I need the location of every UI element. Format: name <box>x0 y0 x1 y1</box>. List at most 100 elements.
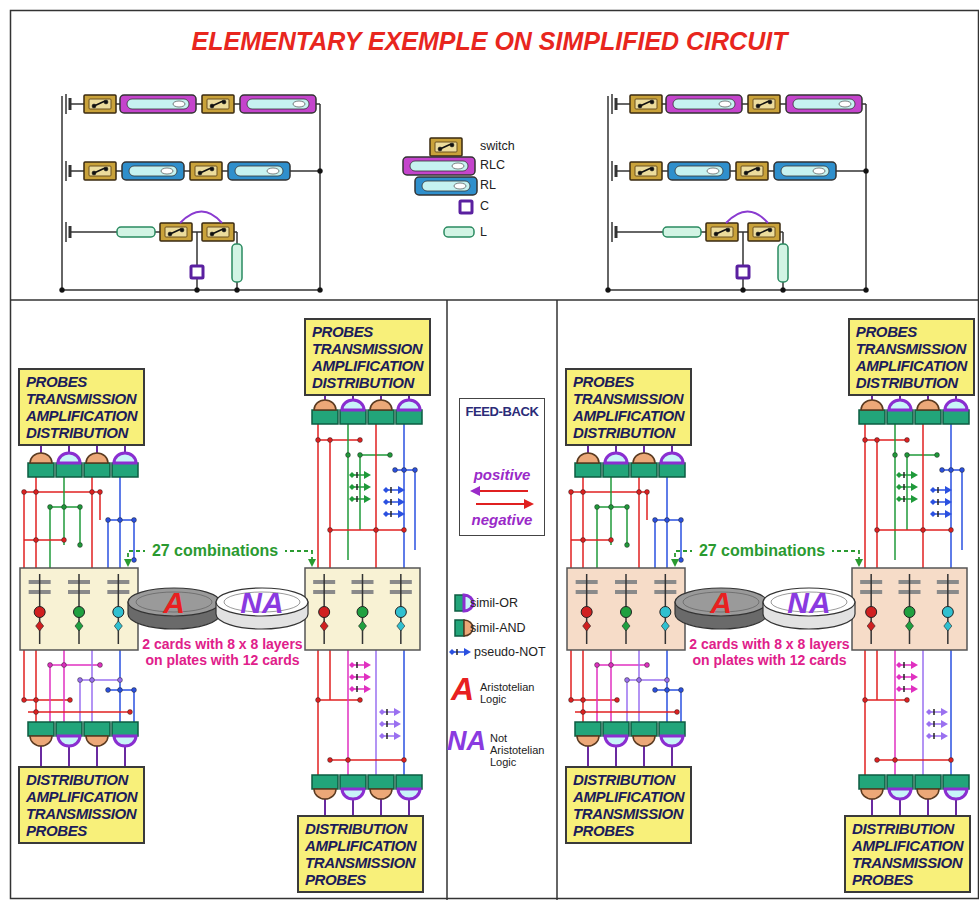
switch-symbol <box>207 99 229 109</box>
wire <box>646 492 648 520</box>
gate-base <box>112 722 138 736</box>
pointer-arrow <box>308 559 316 567</box>
junction-dot <box>645 663 650 668</box>
pseudo-not <box>926 709 932 715</box>
feedback-arrow <box>470 498 534 510</box>
pseudo-not <box>933 721 935 727</box>
pointer-arrow <box>283 551 312 560</box>
gate-base <box>859 410 885 424</box>
switch-symbol <box>89 99 111 109</box>
box-text: PROBES TRANSMISSION AMPLIFICATION DISTRI… <box>573 373 684 441</box>
and-gate <box>370 789 392 799</box>
pseudo-not <box>364 483 371 491</box>
note-label: 2 cards with 8 x 8 layers on plates with… <box>140 636 305 668</box>
jumper-arc <box>180 212 222 224</box>
pseudo-not <box>390 499 392 505</box>
and-gate <box>370 400 392 410</box>
pseudo-not <box>356 674 358 680</box>
logic-disc: A <box>126 586 222 632</box>
or-gate <box>945 789 967 799</box>
wire <box>62 289 320 291</box>
wire <box>610 477 612 545</box>
junction-dot <box>595 505 600 510</box>
pseudo-not <box>456 649 458 655</box>
junction-dot <box>132 688 137 693</box>
gate-base <box>368 410 394 424</box>
pseudo-not <box>398 510 405 518</box>
wire <box>360 454 390 456</box>
gate-base <box>915 410 941 424</box>
gate-base <box>56 722 82 736</box>
pseudo-not <box>903 496 905 502</box>
rl-symbol <box>668 162 730 180</box>
divider <box>556 300 558 900</box>
junction-dot <box>581 490 586 495</box>
box-text: DISTRIBUTION AMPLIFICATION TRANSMISSION … <box>305 820 416 888</box>
pseudo-not <box>394 732 401 740</box>
junction-dot <box>106 688 111 693</box>
wire <box>318 699 360 701</box>
card-switch <box>944 621 952 631</box>
junction-dot <box>195 288 200 293</box>
gate-base <box>659 722 685 736</box>
rl-symbol <box>161 168 173 174</box>
wire <box>375 424 377 568</box>
frame <box>11 11 979 899</box>
switch-symbol <box>753 99 775 109</box>
wire <box>80 679 120 681</box>
or-gate <box>114 453 136 463</box>
junction-dot <box>921 528 926 533</box>
gate-base <box>368 775 394 789</box>
box-text: DISTRIBUTION AMPLIFICATION TRANSMISSION … <box>26 771 137 839</box>
legend-text: simil-OR <box>470 596 518 610</box>
wire <box>876 440 878 568</box>
junction-dot <box>78 543 83 548</box>
info-box: PROBES TRANSMISSION AMPLIFICATION DISTRI… <box>304 318 431 396</box>
switch-symbol <box>746 168 757 173</box>
and-gate <box>314 789 336 799</box>
pseudo-not <box>911 483 918 491</box>
junction-dot <box>940 468 945 473</box>
junction-dot <box>90 678 95 683</box>
wire <box>894 424 896 560</box>
and-gate <box>577 453 599 463</box>
pseudo-not <box>386 733 388 739</box>
pseudo-not <box>390 487 392 493</box>
wire <box>133 520 135 560</box>
wire <box>626 680 628 722</box>
junction-dot <box>78 505 83 510</box>
pseudo-not <box>903 686 905 692</box>
switch-symbol <box>430 138 462 156</box>
or-gate <box>661 453 683 463</box>
pseudo-not <box>356 496 358 502</box>
rl-symbol <box>707 168 719 174</box>
pseudo-not <box>926 721 932 727</box>
switch-symbol <box>440 144 451 149</box>
card-switch <box>906 621 914 631</box>
card-switch <box>395 607 406 618</box>
pseudo-not <box>356 686 358 692</box>
card-switch <box>114 621 122 631</box>
junction-dot <box>905 453 910 458</box>
wire <box>49 507 51 568</box>
junction-dot <box>609 538 614 543</box>
legend-symbol: A <box>451 672 474 706</box>
diagram-title: ELEMENTARY EXEMPLE ON SIMPLIFIED CIRCUIT <box>0 27 979 56</box>
junction-dot <box>615 698 620 703</box>
junction-dot <box>606 288 611 293</box>
pseudo-not <box>379 733 385 739</box>
or-gate <box>398 789 420 799</box>
wire <box>607 96 609 290</box>
feedback-arrow <box>476 490 528 492</box>
logic-card <box>567 568 685 650</box>
logic-card <box>305 568 420 650</box>
wire <box>627 679 667 681</box>
card-switch <box>660 607 671 618</box>
gate-base <box>312 775 338 789</box>
feedback-arrow <box>470 486 480 496</box>
legend-text: pseudo-NOT <box>474 645 546 659</box>
junction-dot <box>665 678 670 683</box>
capacitor-symbol <box>737 266 749 278</box>
legend-text: RL <box>480 178 496 192</box>
wire <box>864 650 866 775</box>
